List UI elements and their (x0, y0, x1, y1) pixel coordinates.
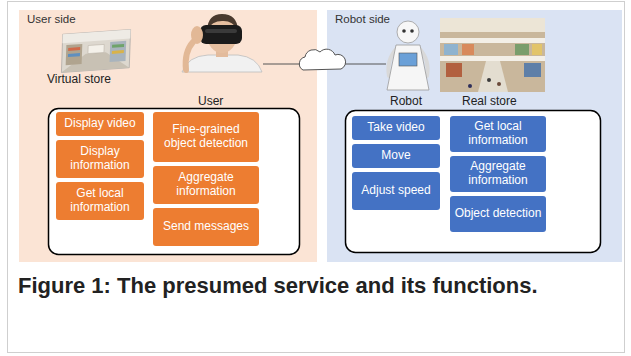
function-group-box (346, 111, 601, 253)
function-label: Move (381, 149, 410, 163)
function-label: Aggregate information (156, 171, 256, 199)
real-store-photo (487, 78, 491, 82)
virtual-store-picture (68, 53, 80, 57)
robot-picture (387, 21, 429, 90)
function-label: Object detection (455, 207, 542, 221)
function-label: Display information (59, 145, 141, 173)
function-box: Aggregate information (450, 156, 546, 192)
real-store-photo (440, 56, 545, 61)
function-label: Get local information (59, 187, 141, 215)
real-store-photo (462, 44, 474, 55)
network-link (299, 49, 345, 70)
real-store-photo (478, 61, 508, 92)
robot-picture (397, 21, 419, 43)
image-label: Robot (390, 94, 422, 108)
function-box: Get local information (450, 116, 546, 152)
image-label: Virtual store (47, 72, 111, 86)
real-store-photo (497, 82, 501, 86)
robot-picture (410, 29, 414, 33)
function-label: Fine-grained object detection (156, 123, 256, 151)
function-box: Adjust speed (352, 172, 440, 210)
real-store-photo (440, 18, 545, 92)
robot-picture (387, 45, 429, 90)
user-picture (205, 29, 237, 33)
image-label: Real store (462, 94, 517, 108)
virtual-store-picture (112, 44, 124, 48)
real-store-photo (440, 18, 545, 92)
panel-heading: Robot side (335, 13, 390, 25)
function-box: Object detection (450, 196, 546, 232)
real-store-photo (440, 38, 545, 43)
function-label: Aggregate information (453, 160, 543, 188)
real-store-photo (440, 18, 545, 32)
robot-picture (402, 29, 406, 33)
virtual-store-picture (68, 47, 80, 51)
user-picture (186, 42, 193, 70)
virtual-store-picture (66, 44, 83, 65)
network-link (341, 64, 386, 65)
user-picture (200, 25, 242, 44)
function-box: Display information (56, 140, 144, 178)
function-label: Display video (64, 117, 135, 131)
function-label: Adjust speed (361, 184, 430, 198)
figure-caption: Figure 1: The presumed service and its f… (18, 270, 588, 301)
function-box: Take video (352, 116, 440, 140)
virtual-store-picture (112, 50, 124, 54)
network-link (263, 64, 302, 65)
function-label: Take video (367, 121, 424, 135)
figure-frame (8, 2, 625, 353)
real-store-photo (446, 63, 462, 77)
function-box: Send messages (153, 208, 259, 246)
function-box: Move (352, 144, 440, 168)
user-picture (182, 14, 262, 72)
user-picture (191, 26, 203, 44)
user-picture (182, 55, 262, 72)
function-box: Aggregate information (153, 166, 259, 204)
function-group-box (49, 109, 300, 255)
virtual-store-picture (88, 44, 104, 53)
virtual-store-picture (110, 41, 127, 62)
real-store-photo (532, 44, 542, 55)
function-label: Send messages (163, 220, 249, 234)
function-label: Get local information (453, 120, 543, 148)
image-label: User (198, 94, 223, 108)
real-store-photo (515, 44, 529, 55)
panel-heading: User side (27, 13, 76, 25)
network-link (263, 49, 386, 70)
function-box: Display video (56, 112, 144, 136)
virtual-store-picture (62, 30, 130, 44)
robot-picture (399, 53, 417, 66)
real-store-photo (524, 63, 541, 77)
real-store-photo (444, 44, 458, 55)
virtual-store-picture (61, 30, 130, 73)
function-box: Get local information (56, 182, 144, 220)
function-box: Fine-grained object detection (153, 112, 259, 162)
real-store-photo (468, 84, 472, 88)
virtual-store-picture (61, 30, 130, 73)
